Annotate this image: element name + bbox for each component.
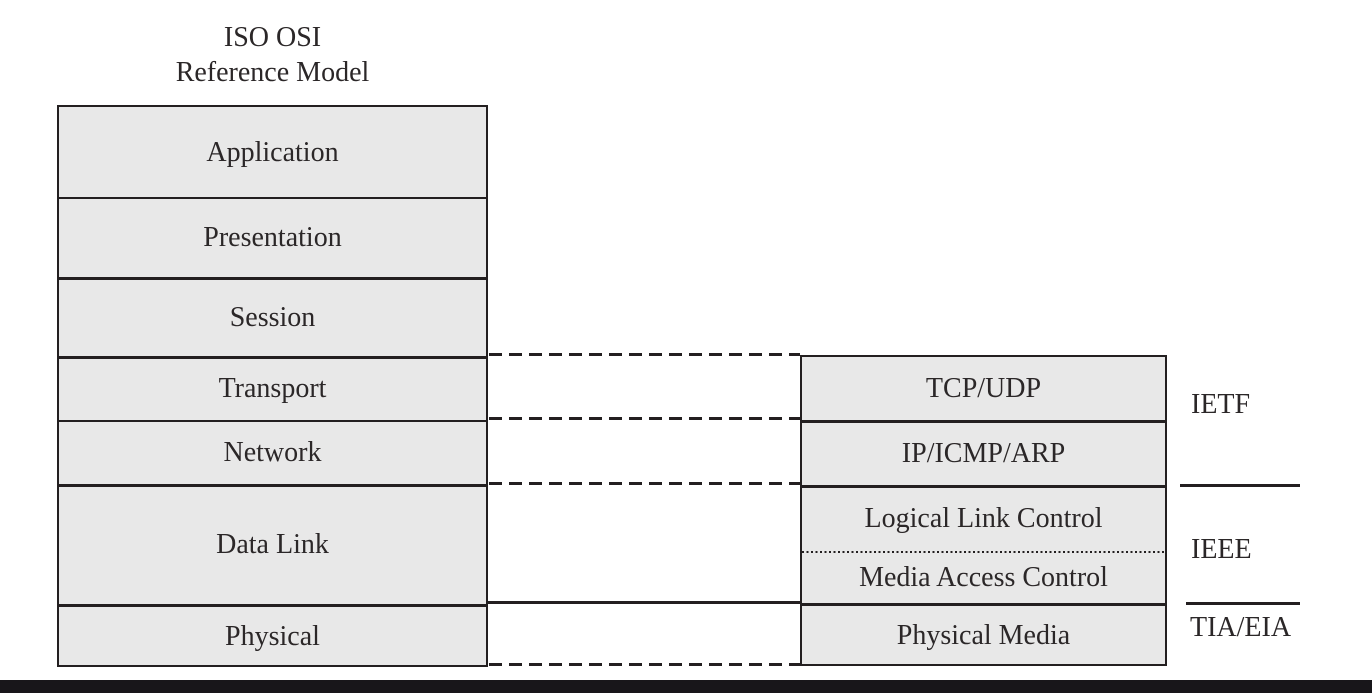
osi-divider-transport-network <box>59 420 486 422</box>
connector-solid-datalink-physical <box>488 601 802 604</box>
osi-layer-session: Session <box>59 278 486 357</box>
protocol-divider-ip-llc <box>802 485 1165 488</box>
osi-layer-physical-label: Physical <box>225 621 320 652</box>
protocol-divider-tcp-ip <box>802 420 1165 423</box>
protocol-divider-mac-pm <box>802 603 1165 606</box>
osi-layer-presentation-label: Presentation <box>203 222 342 253</box>
protocol-layer-mac: Media Access Control <box>802 552 1165 604</box>
osi-layer-transport-label: Transport <box>218 373 327 404</box>
diagram-title-line1: ISO OSI <box>223 22 322 53</box>
diagram-title: ISO OSI Reference Model <box>57 20 488 90</box>
osi-layer-session-label: Session <box>229 301 316 333</box>
standards-body-ieee: IEEE <box>1191 534 1252 565</box>
osi-divider-app-pres <box>59 197 486 199</box>
osi-divider-pres-session <box>59 277 486 280</box>
osi-divider-network-datalink <box>59 484 486 487</box>
standards-body-ietf: IETF <box>1191 389 1251 420</box>
protocol-layer-physical-media-label: Physical Media <box>896 620 1071 651</box>
osi-divider-datalink-physical <box>59 604 486 607</box>
protocol-layer-tcp-udp: TCP/UDP <box>802 357 1165 421</box>
osi-layer-application: Application <box>59 107 486 198</box>
protocol-layer-tcp-udp-label: TCP/UDP <box>925 373 1042 404</box>
protocol-layer-mac-label: Media Access Control <box>859 562 1108 593</box>
osi-layer-physical: Physical <box>59 605 486 669</box>
osi-layer-presentation: Presentation <box>59 198 486 278</box>
connector-dashed-transport-network <box>489 417 800 420</box>
osi-layer-network-label: Network <box>223 437 322 468</box>
bottom-rule <box>0 680 1372 693</box>
osi-divider-session-transport <box>59 356 486 359</box>
osi-layer-network: Network <box>59 421 486 485</box>
diagram-title-line2: Reference Model <box>175 57 370 88</box>
connector-dashed-bottom <box>489 663 800 666</box>
protocol-layer-ip-icmp-arp: IP/ICMP/ARP <box>802 421 1165 486</box>
protocol-stack: TCP/UDP IP/ICMP/ARP Logical Link Control… <box>800 355 1167 666</box>
standards-body-tia-eia: TIA/EIA <box>1190 612 1292 643</box>
connector-dashed-session-transport <box>489 353 800 356</box>
protocol-layer-physical-media: Physical Media <box>802 604 1165 668</box>
protocol-layer-llc-label: Logical Link Control <box>864 503 1103 534</box>
protocol-layer-ip-icmp-arp-label: IP/ICMP/ARP <box>901 437 1066 469</box>
protocol-divider-llc-mac <box>802 551 1165 553</box>
osi-stack: Application Presentation Session Transpo… <box>57 105 488 667</box>
protocol-layer-llc: Logical Link Control <box>802 486 1165 552</box>
osi-layer-data-link-label: Data Link <box>216 529 329 560</box>
osi-layer-application-label: Application <box>206 136 339 168</box>
connector-dashed-network-datalink <box>489 482 800 485</box>
osi-layer-transport: Transport <box>59 357 486 421</box>
osi-layer-data-link: Data Link <box>59 485 486 605</box>
standards-divider-ieee-tia-eia <box>1186 602 1300 605</box>
standards-divider-ietf-ieee <box>1180 484 1300 487</box>
